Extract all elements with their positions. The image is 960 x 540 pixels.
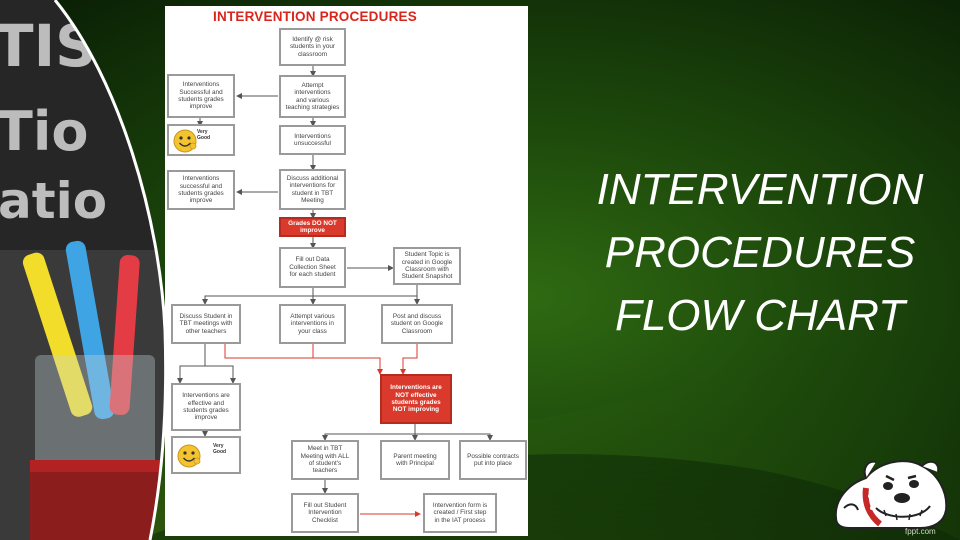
flow-box-grades-not-improve: Grades DO NOT improve bbox=[279, 217, 346, 237]
flow-box-meet-tbt: Meet in TBT Meeting with ALL of student'… bbox=[291, 440, 359, 480]
smiley-icon bbox=[173, 129, 197, 153]
svg-text:TIS: TIS bbox=[0, 12, 97, 80]
bulldog-mascot-icon bbox=[834, 460, 948, 529]
flow-box-post-discuss: Post and discuss student on Google Class… bbox=[381, 304, 453, 344]
smiley-label-top: Very Good bbox=[197, 129, 211, 141]
flow-box-student-topic: Student Topic is created in Google Class… bbox=[393, 247, 461, 285]
smiley-icon bbox=[177, 444, 201, 468]
slide-title-line-1: INTERVENTION bbox=[596, 165, 924, 214]
flow-box-interventions-unsuccessful: Interventions unsuccessful bbox=[279, 125, 346, 155]
chalkboard-photo: TIS Tio atio bbox=[0, 0, 170, 540]
flowchart-connectors bbox=[177, 66, 493, 517]
smiley-label-bottom: Very Good bbox=[213, 443, 227, 455]
flow-box-attempt-class: Attempt various interventions in your cl… bbox=[279, 304, 346, 344]
flow-box-fill-data-collection: Fill out Data Collection Sheet for each … bbox=[279, 247, 346, 288]
flowchart-title: INTERVENTION PROCEDURES bbox=[213, 9, 417, 24]
flow-box-interventions-successful-top: Interventions Successful and students gr… bbox=[167, 74, 235, 118]
flow-box-fill-checklist: Fill out Student Intervention Checklist bbox=[291, 493, 359, 533]
very-good-smiley-box-top: Very Good bbox=[167, 124, 235, 156]
slide-title: INTERVENTION PROCEDURES FLOW CHART bbox=[560, 158, 960, 347]
flow-box-intervention-form: Intervention form is created / First ste… bbox=[423, 493, 497, 533]
slide-title-line-3: FLOW CHART bbox=[614, 291, 906, 340]
chalkboard-pens-image: TIS Tio atio bbox=[0, 0, 168, 540]
very-good-smiley-box-bottom: Very Good bbox=[171, 436, 241, 474]
svg-text:atio: atio bbox=[0, 172, 107, 230]
footer-site-label: fppt.com bbox=[905, 527, 936, 536]
slide-title-line-2: PROCEDURES bbox=[604, 228, 916, 277]
flow-box-parent-meeting: Parent meeting with Principal bbox=[380, 440, 450, 480]
flow-box-possible-contracts: Possible contracts put into place bbox=[459, 440, 527, 480]
flow-box-attempt-interventions: Attempt interventions and various teachi… bbox=[279, 75, 346, 118]
flowchart-panel: INTERVENTION PROCEDURES bbox=[165, 6, 528, 536]
flow-box-interventions-effective: Interventions are effective and students… bbox=[171, 383, 241, 431]
flow-box-discuss-additional: Discuss additional interventions for stu… bbox=[279, 169, 346, 210]
flow-box-interventions-not-effective: Interventions are NOT effective students… bbox=[380, 374, 452, 424]
flow-box-interventions-successful-mid: Interventions successful and students gr… bbox=[167, 170, 235, 210]
svg-text:Tio: Tio bbox=[0, 100, 88, 163]
flow-box-identify-students: Identify @ risk students in your classro… bbox=[279, 28, 346, 66]
flow-box-discuss-tbt: Discuss Student in TBT meetings with oth… bbox=[171, 304, 241, 344]
